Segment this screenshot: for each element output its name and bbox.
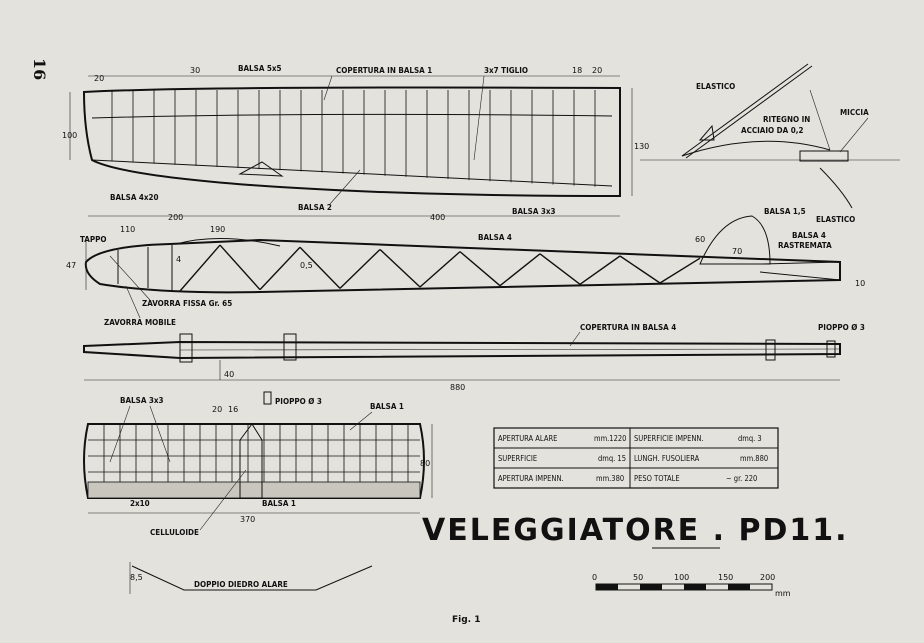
- label-2x10: 2x10: [130, 499, 150, 508]
- label-balsa-3x3-stab: BALSA 3x3: [120, 396, 164, 405]
- structure-line: [539, 253, 581, 285]
- dim-70: 70: [732, 247, 742, 256]
- label-doppio-diedro: DOPPIO DIEDRO ALARE: [194, 580, 288, 589]
- label-pioppo-stab: PIOPPO Ø 3: [275, 396, 322, 406]
- dim-47: 47: [66, 261, 76, 270]
- drawing-title: VELEGGIATORE . PD11.: [422, 513, 849, 548]
- dim-80-stab: 80: [420, 459, 430, 468]
- structure-line: [339, 248, 381, 289]
- label-balsa-1-stab: BALSA 1: [370, 402, 404, 411]
- structure-line: [299, 246, 341, 289]
- fuselage-side-view: 47 110 190 4 0,5 60 70 10 TAPPO BALSA 4 …: [66, 207, 865, 327]
- structure-line: [579, 255, 621, 285]
- dim-40: 40: [224, 370, 234, 379]
- dim-8-5: 8,5: [130, 573, 143, 582]
- dim-20b: 20: [592, 66, 602, 75]
- scale-tick: 0: [592, 573, 597, 582]
- spec-value: dmq. 3: [738, 434, 762, 443]
- wing-plan: 20 30 18 20 100 130 200 400 BALSA 5x5 CO…: [62, 64, 649, 222]
- specs-row: APERTURA IMPENN. mm.380 PESO TOTALE ~ gr…: [498, 474, 757, 483]
- structure-line: [419, 251, 461, 288]
- fuselage-top-view: 40 880 COPERTURA IN BALSA 4 PIOPPO Ø 3: [83, 322, 865, 392]
- dim-400: 400: [430, 213, 445, 222]
- label-copertura-balsa-1: COPERTURA IN BALSA 1: [336, 66, 432, 75]
- label-ritegno-2: ACCIAIO DA 0,2: [741, 126, 803, 135]
- figure-caption: Fig. 1: [452, 615, 481, 625]
- scale-bar: 0 50 100 150 200 mm: [592, 573, 791, 598]
- spec-key: PESO TOTALE: [634, 474, 680, 483]
- spec-key: LUNGH. FUSOLIERA: [634, 454, 700, 463]
- scale-unit: mm: [775, 589, 791, 598]
- dim-18: 18: [572, 66, 582, 75]
- dihedral-diagram: 8,5 DOPPIO DIEDRO ALARE: [129, 562, 373, 594]
- label-miccia: MICCIA: [840, 108, 869, 117]
- structure-line: [659, 257, 701, 284]
- dim-60: 60: [695, 235, 705, 244]
- dim-880: 880: [450, 383, 465, 392]
- label-pioppo-top: PIOPPO Ø 3: [818, 322, 865, 332]
- dim-4: 4: [176, 255, 181, 264]
- label-balsa-1b: BALSA 1: [262, 499, 296, 508]
- scale-tick: 150: [718, 573, 733, 582]
- stabilizer-plan: 20 16 80 370 BALSA 3x3 PIOPPO Ø 3 BALSA …: [83, 391, 433, 537]
- dim-05: 0,5: [300, 261, 313, 270]
- label-elastico-bottom: ELASTICO: [816, 215, 855, 224]
- structure-line: [499, 253, 541, 287]
- spec-value: dmq. 15: [598, 454, 626, 463]
- dim-20a: 20: [94, 74, 104, 83]
- structure-line: [219, 244, 261, 291]
- spec-key: SUPERFICIE IMPENN.: [634, 434, 704, 443]
- tow-hook-detail: ELASTICO RITEGNO IN ACCIAIO DA 0,2 MICCI…: [640, 63, 900, 224]
- scale-tick: 100: [674, 573, 689, 582]
- spec-key: APERTURA IMPENN.: [498, 474, 564, 483]
- structure-line: [179, 244, 221, 292]
- structure-line: [379, 248, 421, 288]
- dim-190: 190: [210, 225, 225, 234]
- label-zavorra-mobile: ZAVORRA MOBILE: [104, 318, 176, 327]
- spec-value: ~ gr. 220: [726, 474, 757, 483]
- scale-tick: 200: [760, 573, 775, 582]
- structure-line: [259, 246, 301, 291]
- label-celluloide: CELLULOIDE: [150, 528, 199, 537]
- dim-100: 100: [62, 131, 77, 140]
- specs-row: APERTURA ALARE mm.1220 SUPERFICIE IMPENN…: [498, 434, 762, 443]
- specs-table: APERTURA ALARE mm.1220 SUPERFICIE IMPENN…: [493, 427, 779, 489]
- spec-key: SUPERFICIE: [498, 454, 537, 463]
- dim-110: 110: [120, 225, 135, 234]
- label-copertura-balsa-4: COPERTURA IN BALSA 4: [580, 323, 676, 332]
- label-tiglio: 3x7 TIGLIO: [484, 66, 528, 75]
- dim-130: 130: [634, 142, 649, 151]
- label-elastico-top: ELASTICO: [696, 82, 735, 91]
- label-balsa-4-rastremata-1: BALSA 4: [792, 231, 826, 240]
- dim-10: 10: [855, 279, 865, 288]
- label-balsa-1-5: BALSA 1,5: [764, 207, 806, 216]
- label-balsa-4x20: BALSA 4x20: [110, 193, 159, 202]
- label-balsa-2: BALSA 2: [298, 203, 332, 212]
- spec-value: mm.380: [596, 474, 624, 483]
- label-balsa-4-rastremata-2: RASTREMATA: [778, 241, 832, 250]
- page-number: 16: [30, 58, 49, 80]
- spec-value: mm.1220: [594, 434, 626, 443]
- dim-20-stab: 20: [212, 405, 222, 414]
- label-zavorra-fissa: ZAVORRA FISSA Gr. 65: [142, 299, 232, 308]
- label-balsa-5x5: BALSA 5x5: [238, 64, 282, 73]
- label-ritegno-1: RITEGNO IN: [763, 115, 810, 124]
- label-balsa-3x3: BALSA 3x3: [512, 207, 556, 216]
- dim-370: 370: [240, 515, 255, 524]
- label-tappo: TAPPO: [80, 235, 107, 244]
- spec-key: APERTURA ALARE: [498, 434, 557, 443]
- structure-line: [619, 255, 661, 284]
- scale-tick: 50: [633, 573, 643, 582]
- dim-16-stab: 16: [228, 405, 238, 414]
- specs-row: SUPERFICIE dmq. 15 LUNGH. FUSOLIERA mm.8…: [498, 454, 768, 463]
- label-balsa-4-side: BALSA 4: [478, 233, 512, 242]
- dim-30: 30: [190, 66, 200, 75]
- dim-200: 200: [168, 213, 183, 222]
- structure-line: [459, 251, 501, 287]
- spec-value: mm.880: [740, 454, 768, 463]
